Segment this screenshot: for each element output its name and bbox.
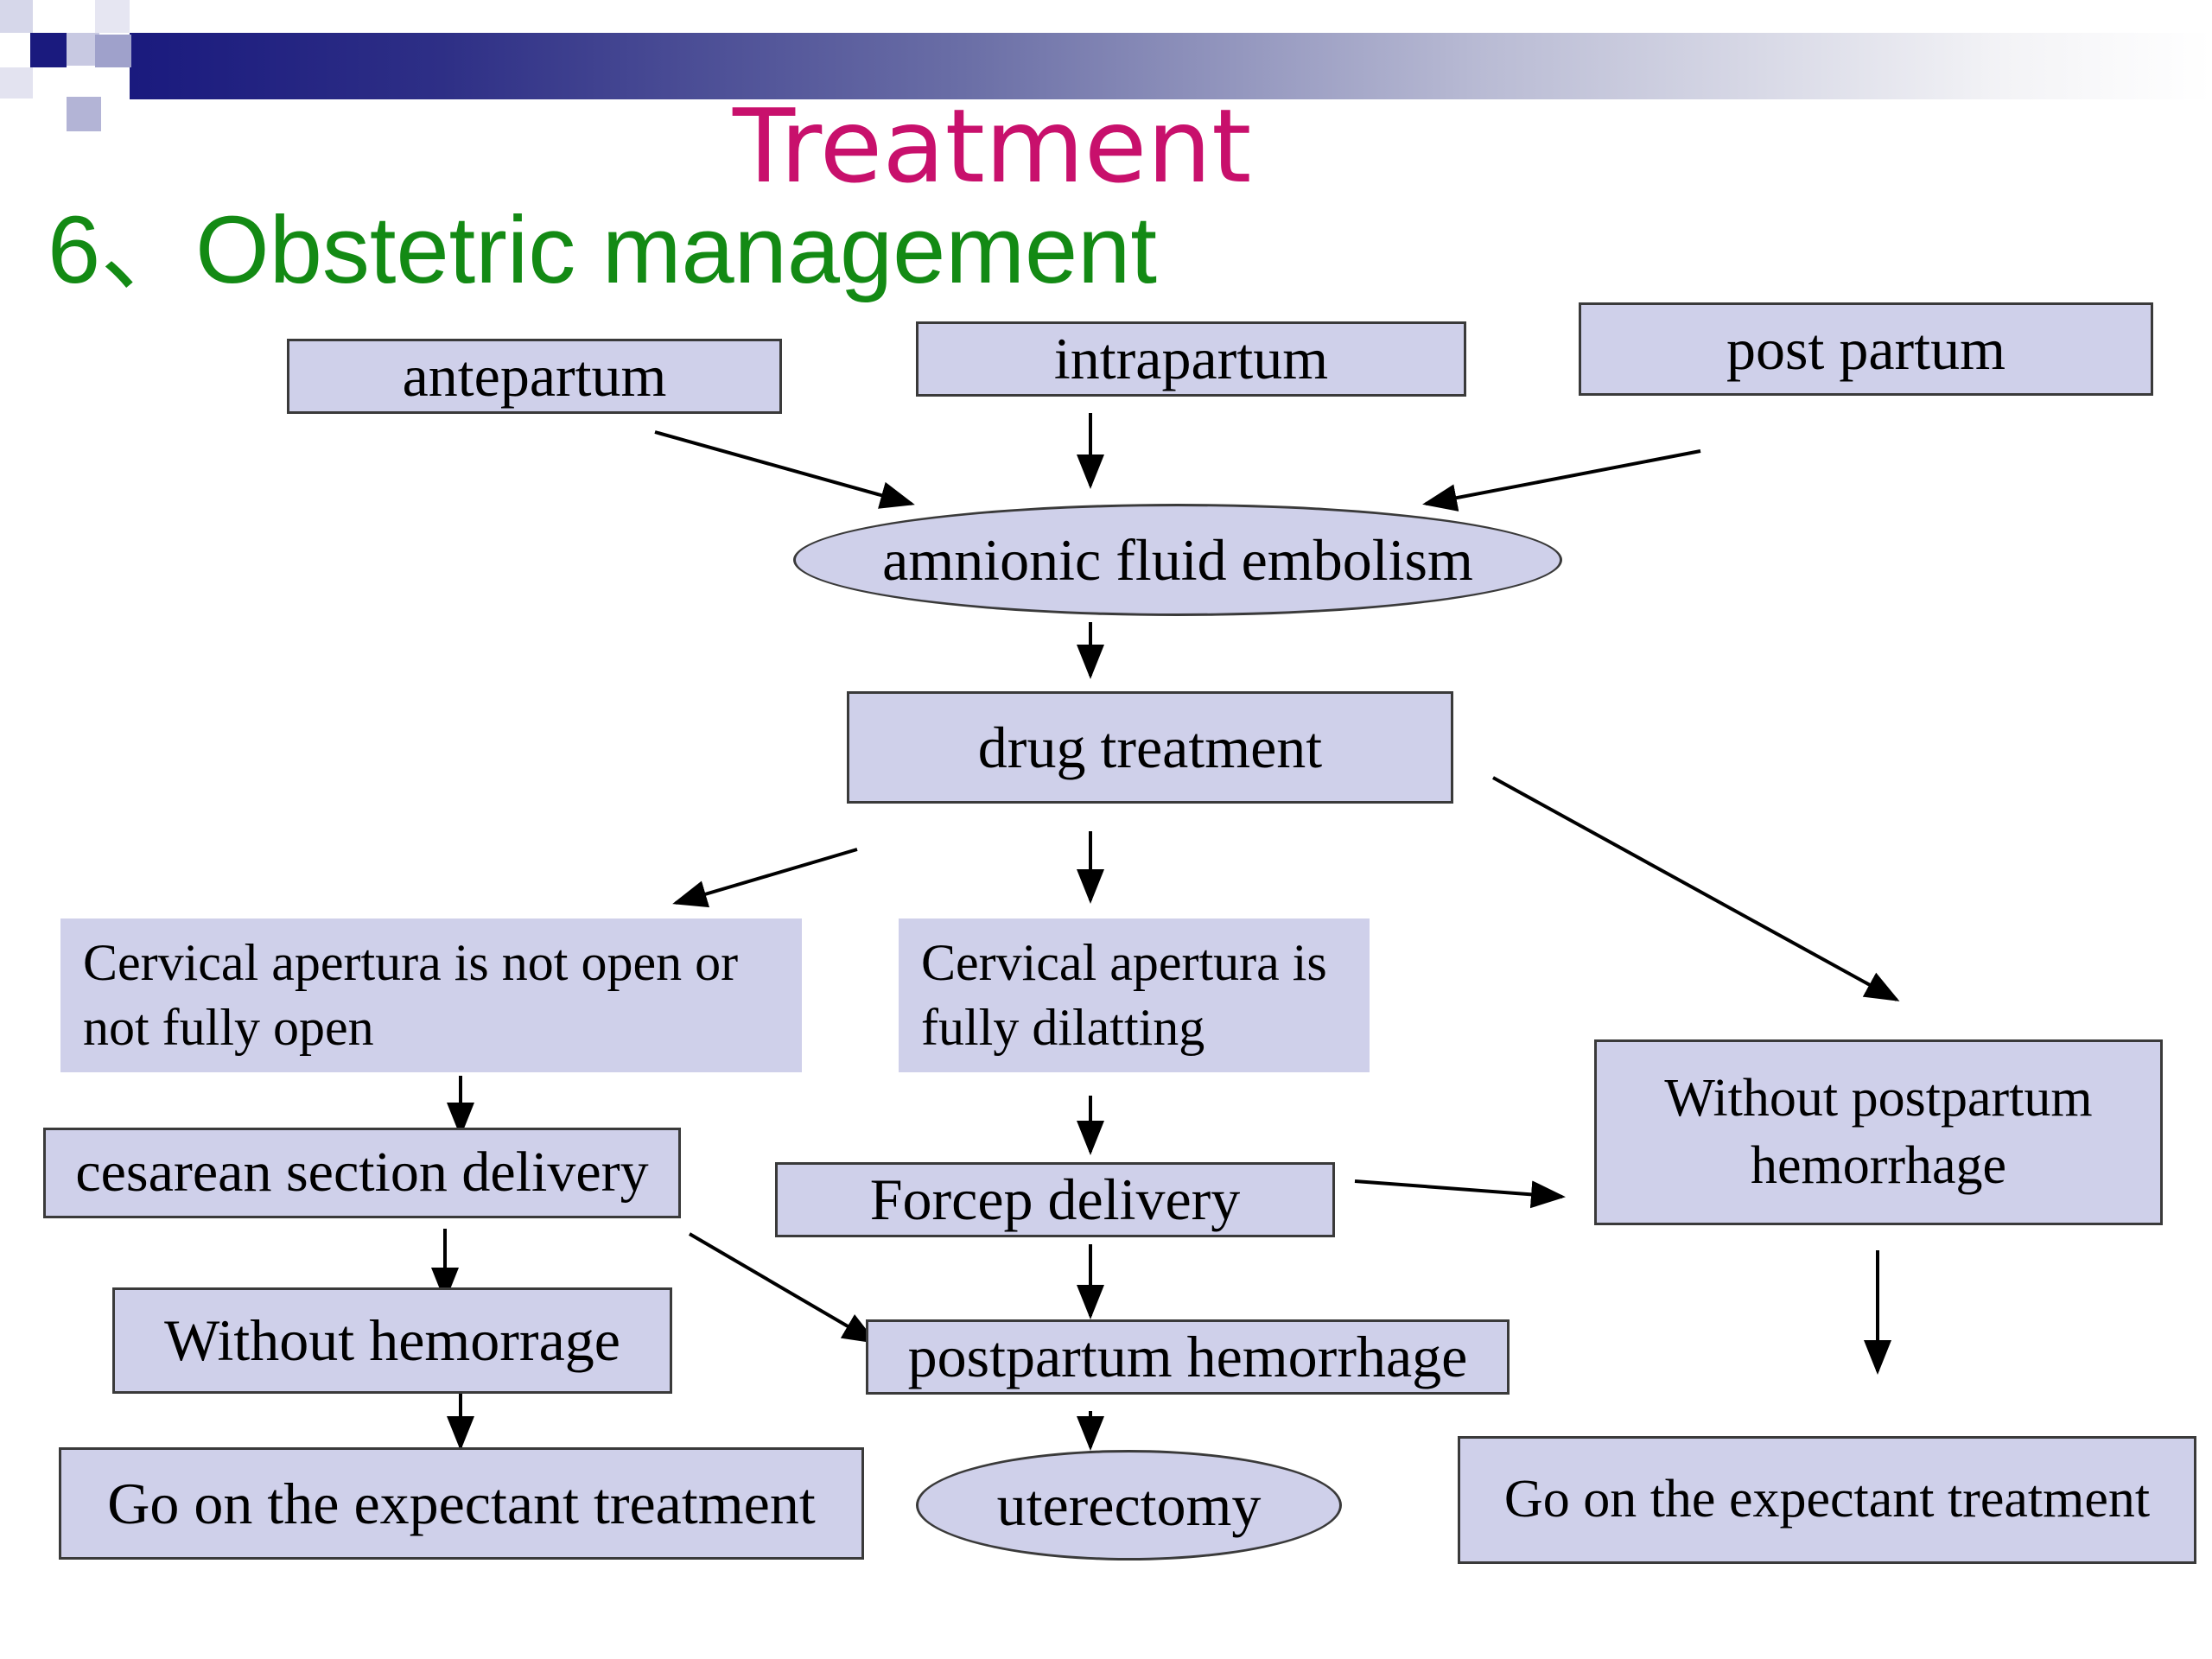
node-intrapartum-label: intrapartum (1053, 326, 1329, 391)
arrow-cesarean-to-pph (688, 1232, 878, 1344)
node-antepartum-label: antepartum (402, 343, 667, 409)
arrow-drug-to-without-pph (1492, 776, 1900, 1001)
node-postpartum-hemorrhage-label: postpartum hemorrhage (907, 1324, 1468, 1389)
node-uterectomy-label: uterectomy (996, 1471, 1262, 1538)
node-amnionic-fluid-embolism-label: amnionic fluid embolism (882, 526, 1473, 593)
node-expectant-treatment-right: Go on the expectant treatment (1458, 1436, 2196, 1564)
node-expectant-treatment-left-label: Go on the expectant treatment (107, 1470, 816, 1536)
node-forcep-delivery-label: Forcep delivery (869, 1166, 1241, 1232)
node-cervix-dilating: Cervical apertura is fully dilatting (899, 918, 1370, 1072)
arrow-antepartum-to-afe (654, 430, 915, 509)
header-banner (130, 33, 2212, 99)
node-amnionic-fluid-embolism: amnionic fluid embolism (793, 504, 1562, 616)
banner-square-light (67, 33, 99, 66)
node-postpartum-hemorrhage: postpartum hemorrhage (866, 1319, 1510, 1395)
node-drug-treatment: drug treatment (847, 691, 1453, 804)
node-without-postpartum-hemorrhage-label: Without postpartum hemorrhage (1664, 1069, 2093, 1195)
node-expectant-treatment-right-label: Go on the expectant treatment (1503, 1470, 2151, 1529)
node-uterectomy: uterectomy (916, 1450, 1342, 1560)
node-cervix-not-open: Cervical apertura is not open or not ful… (60, 918, 802, 1072)
slide-subtitle: 6、Obstetric management (48, 197, 1157, 303)
arrow-drug-to-cervix-not-open (672, 848, 858, 908)
banner-square-mid (95, 35, 131, 67)
node-drug-treatment-label: drug treatment (977, 714, 1323, 780)
node-without-postpartum-hemorrhage: Without postpartum hemorrhage (1594, 1039, 2163, 1225)
arrow-forcep-to-without-pph (1354, 1179, 1566, 1209)
banner-square-dark (30, 33, 67, 67)
node-cesarean-section-delivery: cesarean section delivery (43, 1128, 681, 1218)
arrow-postpartum-to-afe (1422, 449, 1701, 512)
node-without-hemorrage-label: Without hemorrage (164, 1307, 620, 1373)
banner-square-mid (67, 97, 101, 131)
banner-square-light (0, 0, 33, 33)
node-antepartum: antepartum (287, 339, 782, 414)
node-cesarean-section-delivery-label: cesarean section delivery (75, 1141, 649, 1205)
node-post-partum: post partum (1579, 302, 2153, 396)
node-intrapartum: intrapartum (916, 321, 1466, 397)
node-cervix-dilating-label: Cervical apertura is fully dilatting (921, 934, 1327, 1056)
node-cervix-not-open-label: Cervical apertura is not open or not ful… (83, 934, 739, 1056)
node-expectant-treatment-left: Go on the expectant treatment (59, 1447, 864, 1560)
node-forcep-delivery: Forcep delivery (775, 1162, 1335, 1237)
banner-square-light (0, 67, 33, 99)
banner-square-light (95, 0, 130, 33)
node-post-partum-label: post partum (1726, 315, 2005, 382)
slide-title: Treatment (733, 86, 1252, 206)
node-without-hemorrage: Without hemorrage (112, 1287, 672, 1394)
